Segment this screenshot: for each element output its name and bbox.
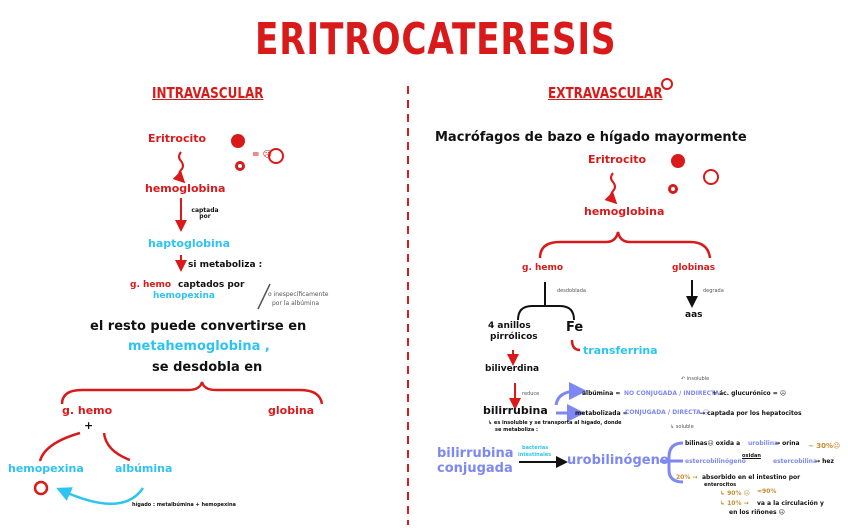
- hemoglobina-label: hemoglobina: [145, 182, 226, 195]
- absorbido-label: absorbido en el intestino por: [702, 474, 801, 481]
- g-hemo-label-2: g. hemo: [62, 404, 113, 417]
- sad-face-icon-3: [661, 78, 673, 90]
- sad-face-icon-2: [33, 480, 49, 496]
- branch-albumina: [102, 432, 131, 462]
- cell-flower-icon: [235, 161, 245, 171]
- estercobilina-label: estercobilina: [773, 458, 818, 465]
- degrada-note: degrada: [703, 288, 724, 294]
- pct10-label: ↳ 10% →: [720, 500, 749, 507]
- red-cell-icon: [231, 134, 245, 148]
- bilirrubina-conjugada-label: bilirrubina: [437, 446, 514, 461]
- globina-label: globina: [268, 404, 315, 417]
- g-hemo-label: g. hemo: [130, 280, 172, 290]
- conjugada-label: CONJUGADA / DIRECTA ☹: [625, 409, 710, 416]
- slash: [257, 283, 271, 310]
- plus-sign: +: [84, 419, 94, 432]
- red-cell-icon-2: [671, 154, 685, 168]
- oxidan-label: oxidan: [742, 453, 761, 459]
- split-desdoblada: [517, 282, 575, 321]
- pct90-label: ↳ 90% ☹: [720, 490, 750, 497]
- bilinas-label: bilinas☹ oxida a: [685, 440, 741, 447]
- pirrolicos-label: pirrólicos: [490, 332, 538, 342]
- transferrina-label: transferrina: [583, 344, 658, 357]
- eritrocito-label: Eritrocito: [148, 132, 207, 145]
- page-title: ERITROCATERESIS: [255, 14, 617, 65]
- soluble-tag: ↳ soluble: [670, 424, 694, 430]
- higado-note: hígado : metalbúmina + hemopexina: [132, 502, 236, 508]
- extravascular-heading: EXTRAVASCULAR: [548, 84, 663, 102]
- metahemoglobina-label: metahemoglobina ,: [128, 339, 270, 354]
- insoluble-note-2: se metaboliza :: [495, 427, 538, 433]
- insoluble-tag: ↶ insoluble: [681, 376, 710, 382]
- bacterias-label: bacterias: [522, 445, 549, 451]
- desdoblada-note: desdoblada: [557, 288, 586, 294]
- branch-hemopexina: [38, 431, 81, 462]
- hez-label: → hez: [815, 458, 834, 465]
- metabolizada-label: metabolizada =: [575, 410, 628, 417]
- bilirrubina-label: bilirrubina: [483, 404, 548, 417]
- squiggle-brace: [172, 151, 186, 184]
- circulacion-label: va a la circulación y: [757, 500, 824, 507]
- captados-por-label: captados por: [178, 280, 245, 290]
- fe-label: Fe: [566, 320, 584, 335]
- sad-face-icon-4: [703, 169, 719, 185]
- albumina-line-label: albúmina =: [582, 390, 621, 397]
- macrofagos-text: Macrófagos de bazo e hígado mayormente: [435, 130, 747, 145]
- arrow-recycle: [56, 487, 145, 505]
- aas-label: aas: [685, 310, 703, 320]
- acido-glucuronico-label: + ác. glucurónico = ☹: [712, 390, 787, 397]
- reduce-note: reduce: [522, 391, 540, 397]
- resto-text: el resto puede convertirse en: [90, 319, 307, 334]
- split-brace-right: [538, 231, 712, 259]
- urobilinogeno-label: urobilinógeno: [567, 453, 669, 468]
- rinones-label: en los riñones ☹: [729, 509, 785, 516]
- orina-label: → orina: [775, 440, 800, 447]
- anillos-label: 4 anillos: [488, 321, 531, 331]
- brace-urobilinogeno: [660, 441, 684, 484]
- haptoglobina-label: haptoglobina: [148, 237, 231, 250]
- captada-por-label: captada por: [191, 207, 219, 220]
- arrow-transferrina: [570, 339, 581, 352]
- no-conjugada-label: NO CONJUGADA / INDIRECTA: [624, 390, 720, 397]
- por-albumina-note: por la albúmina: [272, 300, 320, 307]
- bilirrubina-conjugada-label-2: conjugada: [437, 461, 513, 476]
- globinas-label: globinas: [672, 263, 716, 273]
- inespecificamente-note: o inespecíficamente: [268, 291, 329, 298]
- albumina-label: albúmina: [115, 462, 173, 475]
- intestinales-label: intestinales: [518, 452, 552, 458]
- split-brace-left: [60, 381, 324, 405]
- hemopexina-label: hemopexina: [153, 291, 215, 301]
- captada-hepatocitos-label: → captada por los hepatocitos: [700, 410, 802, 417]
- cell-flower-icon-2: [668, 184, 678, 194]
- biliverdina-label: biliverdina: [485, 364, 540, 374]
- urobilina-label: urobilina: [748, 440, 779, 447]
- equals-sad: = ☹: [252, 150, 273, 160]
- pct30-label: ~ 30%☹: [808, 442, 841, 450]
- hemoglobina-label-2: hemoglobina: [584, 205, 665, 218]
- se-desdobla-text: se desdobla en: [152, 360, 263, 375]
- insoluble-note: ↳ es insoluble y se transporta al hígado…: [488, 420, 622, 426]
- hemopexina-label-2: hemopexina: [8, 462, 84, 475]
- enterocitos-label: enterocitos: [704, 482, 737, 488]
- estercobilinogeno-label: estercobilinógeno: [685, 458, 746, 465]
- pct20-label: 20% →: [676, 474, 698, 481]
- arrow-albumina: [554, 382, 587, 406]
- pct90-approx-label: ≈90%: [757, 488, 777, 495]
- eritrocito-label-2: Eritrocito: [588, 153, 647, 166]
- si-metaboliza-label: si metaboliza :: [188, 260, 263, 270]
- squiggle-brace-2: [604, 172, 618, 205]
- g-hemo-label-3: g. hemo: [522, 263, 564, 273]
- sad-face-icon: [268, 148, 284, 164]
- intravascular-heading: INTRAVASCULAR: [152, 84, 264, 102]
